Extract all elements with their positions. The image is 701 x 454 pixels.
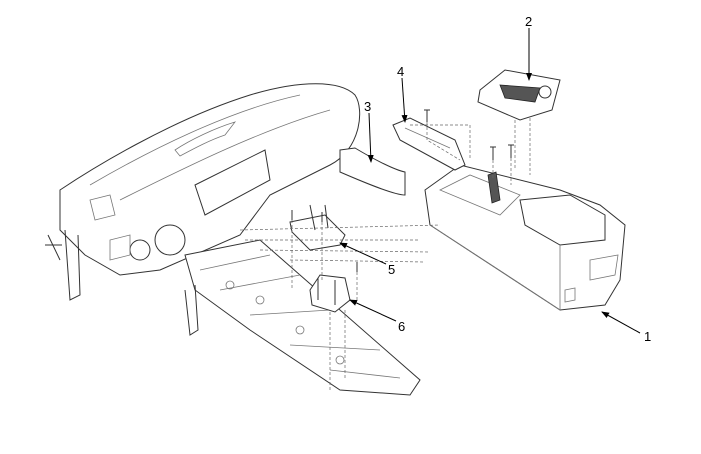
rear-bracket [309, 262, 358, 313]
callout-4: 4 [397, 64, 404, 79]
assembly-guide-lines [239, 118, 531, 390]
callout-5: 5 [388, 262, 395, 277]
callout-2: 2 [525, 14, 532, 29]
console-side-cover [392, 109, 466, 171]
callout-leaders [339, 28, 641, 334]
callout-6: 6 [398, 319, 405, 334]
side-trim-panel [339, 147, 406, 196]
floor-console-assembly [424, 164, 626, 311]
dashboard-panel [45, 83, 361, 301]
callout-1: 1 [644, 329, 651, 344]
floor-crossmember [184, 239, 421, 396]
console-upper-cover [477, 69, 561, 121]
screws [490, 144, 514, 160]
callout-3: 3 [364, 99, 371, 114]
front-bracket [289, 204, 346, 251]
